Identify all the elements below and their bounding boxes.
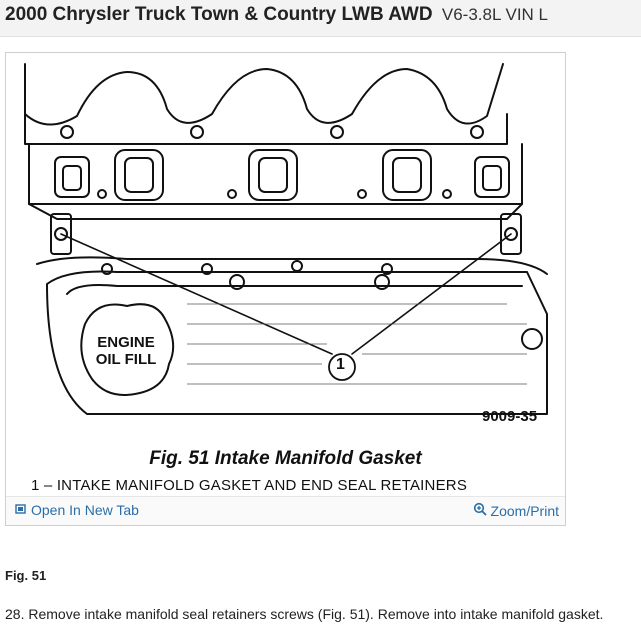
page-title: 2000 Chrysler Truck Town & Country LWB A…	[5, 4, 548, 26]
figure-code: 9009-35	[482, 408, 538, 425]
figure-caption: Fig. 51 Intake Manifold Gasket	[149, 448, 422, 469]
open-in-new-tab-link[interactable]: Open In New Tab	[15, 502, 139, 518]
magnifier-plus-icon	[473, 502, 487, 519]
zoom-print-label: Zoom/Print	[490, 502, 559, 519]
external-window-icon	[15, 502, 27, 518]
figure-illustration[interactable]: 1 ENGINE OIL FILL 9009-35 Fig. 51 Intake…	[7, 54, 564, 497]
zoom-print-link[interactable]: Zoom/Print	[473, 502, 559, 519]
intake-manifold-drawing	[24, 63, 548, 415]
vehicle-title: 2000 Chrysler Truck Town & Country LWB A…	[5, 4, 433, 25]
figure-toolbar: Open In New Tab Zoom/Print	[6, 496, 565, 525]
page-header: 2000 Chrysler Truck Town & Country LWB A…	[0, 0, 641, 37]
callout-number: 1	[336, 356, 345, 373]
engine-label-line1: ENGINE	[97, 334, 155, 351]
engine-subtitle: V6-3.8L VIN L	[441, 5, 549, 24]
engine-label: ENGINE OIL FILL	[90, 334, 162, 368]
open-in-new-tab-label: Open In New Tab	[31, 502, 139, 518]
procedure-step-text: 28. Remove intake manifold seal retainer…	[5, 606, 604, 622]
figure-reference-label: Fig. 51	[5, 568, 47, 583]
figure-card: 1 ENGINE OIL FILL 9009-35 Fig. 51 Intake…	[5, 52, 566, 526]
engine-label-line2: OIL FILL	[95, 351, 157, 368]
figure-legend: 1 – INTAKE MANIFOLD GASKET AND END SEAL …	[31, 477, 468, 494]
